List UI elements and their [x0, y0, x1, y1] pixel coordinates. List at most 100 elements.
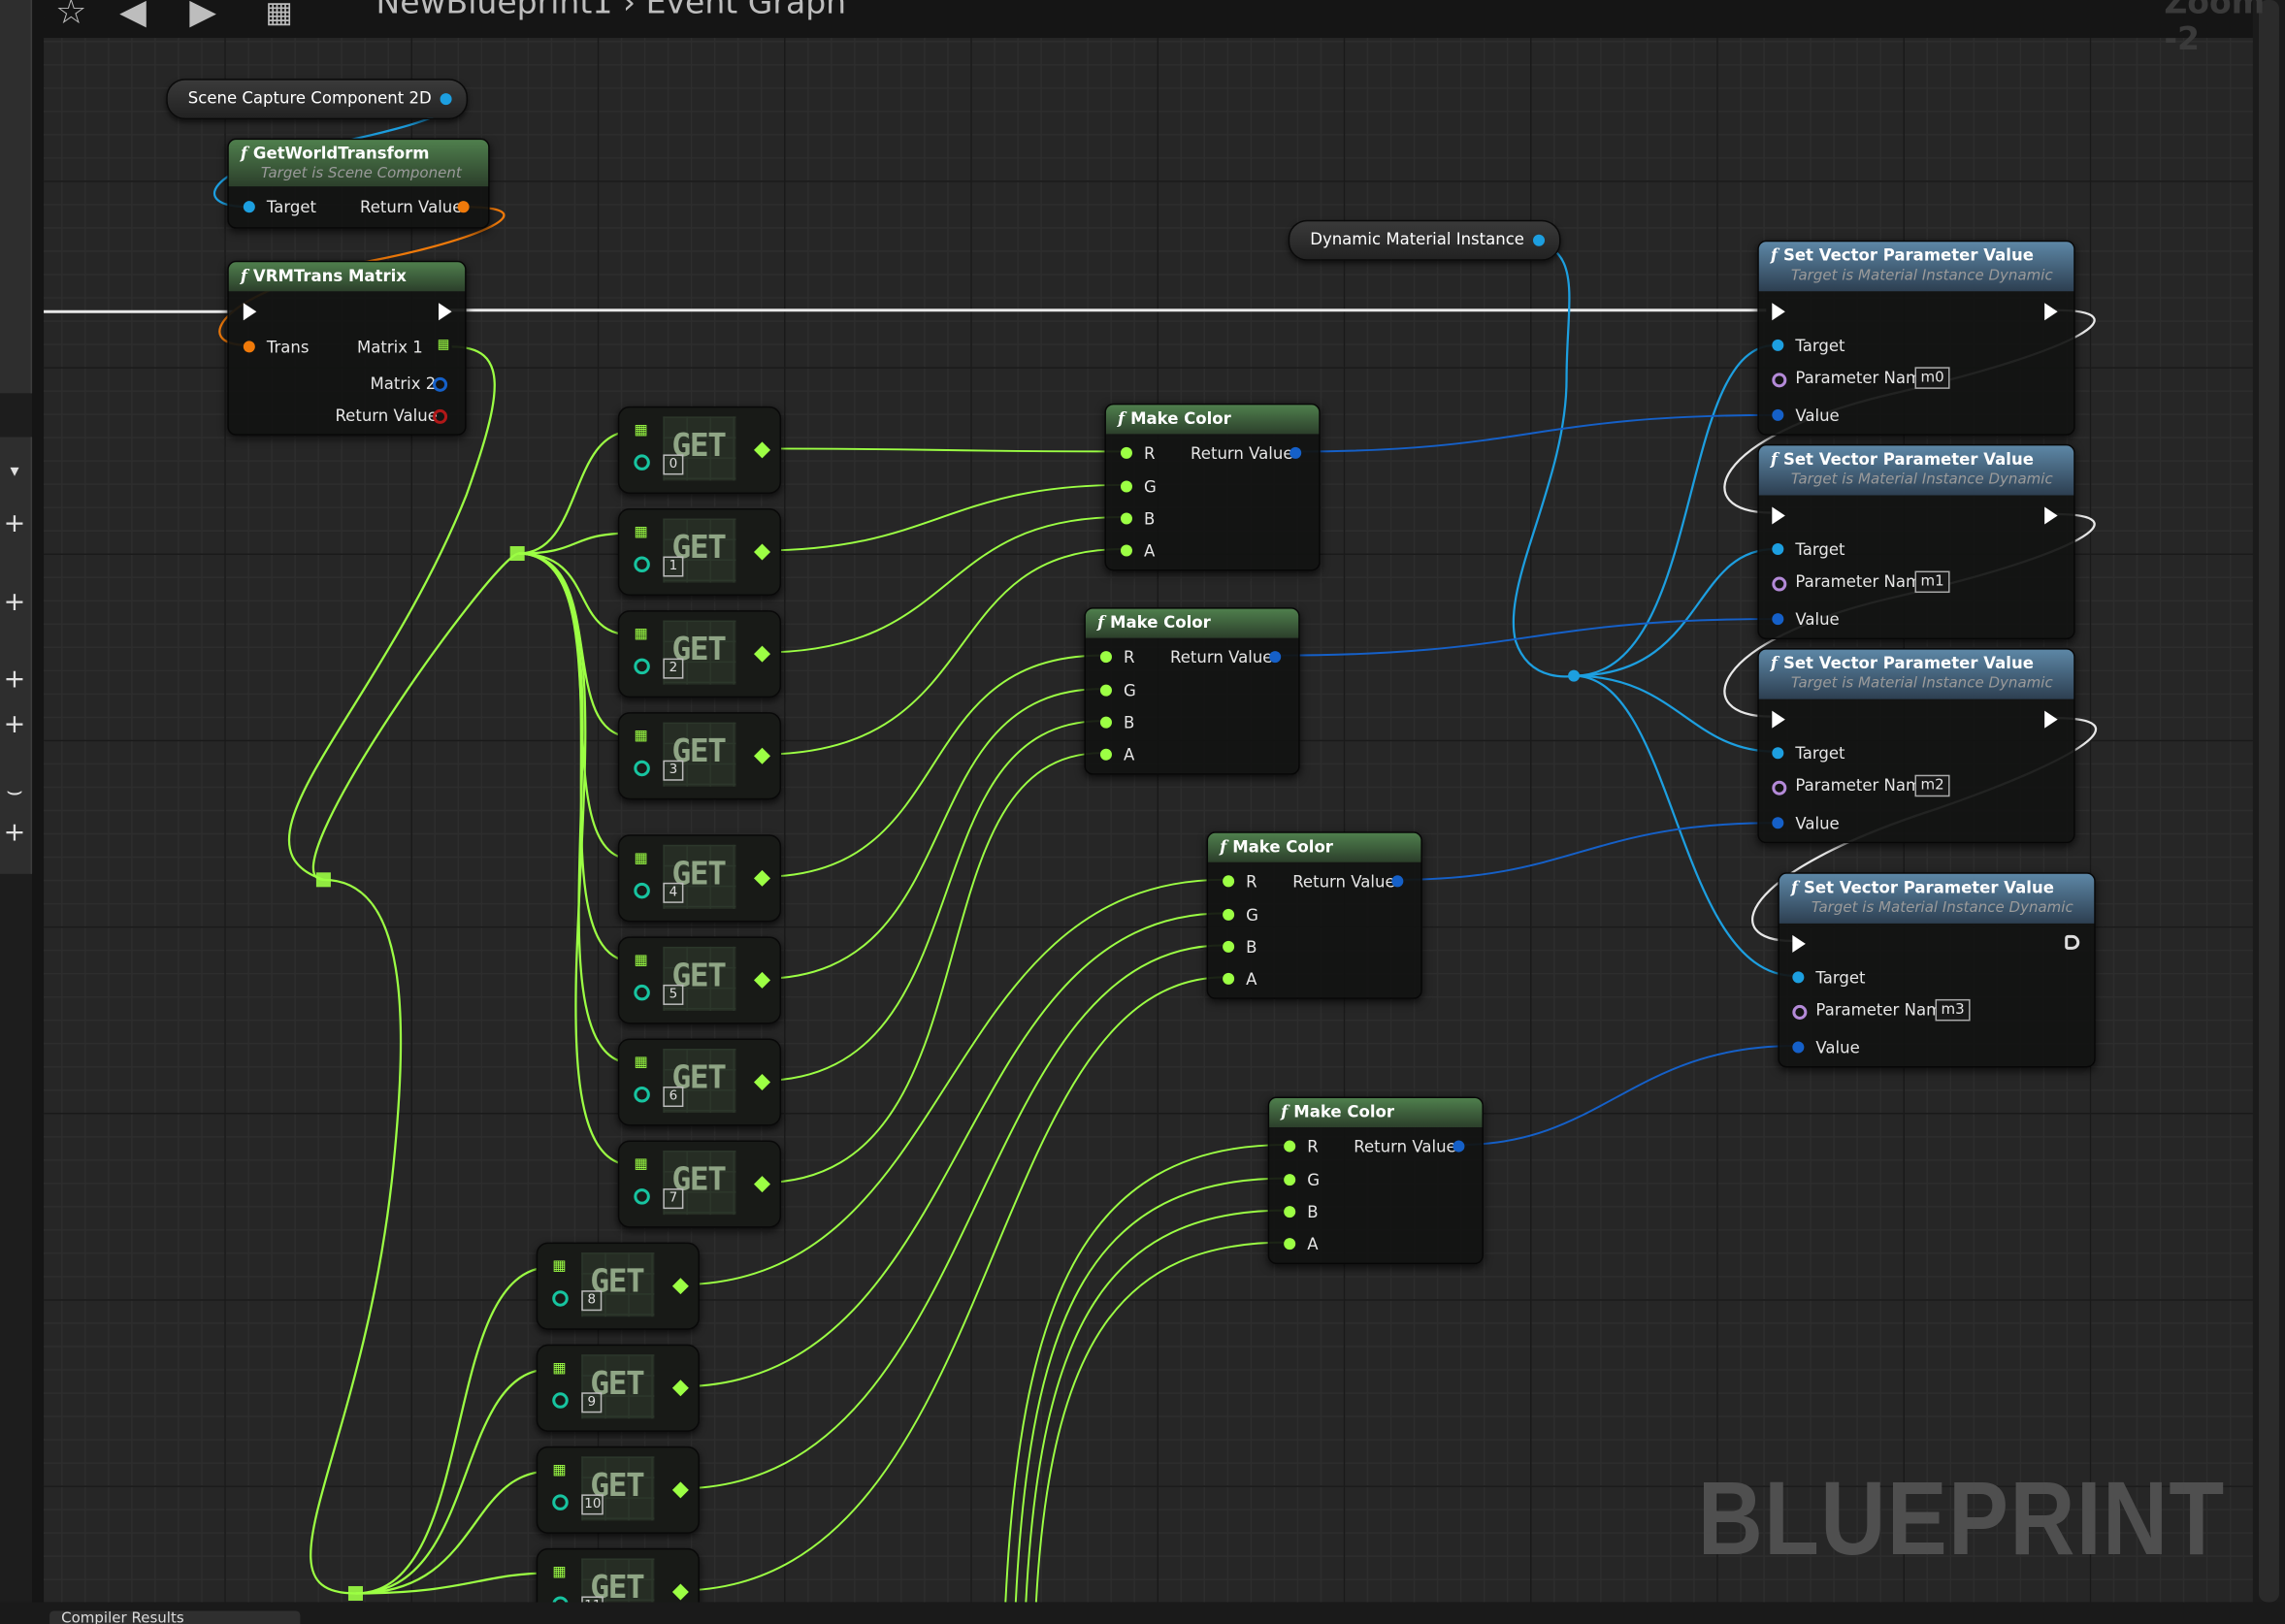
- r-pin[interactable]: [1284, 1140, 1296, 1153]
- exec-input-pin[interactable]: [1772, 303, 1785, 321]
- output-pin[interactable]: [671, 1583, 689, 1601]
- output-pin[interactable]: [754, 971, 770, 989]
- exec-output-pin[interactable]: [2044, 506, 2058, 525]
- target-pin[interactable]: [1772, 543, 1784, 556]
- array-pin-icon[interactable]: ▦: [634, 1054, 647, 1071]
- object-output-pin[interactable]: [1532, 234, 1546, 246]
- array-pin-icon[interactable]: ▦: [634, 728, 647, 745]
- get-node[interactable]: GET▦5: [617, 936, 782, 1024]
- get-node[interactable]: GET▦4: [617, 834, 782, 923]
- compiler-results-tab[interactable]: Compiler Results: [49, 1610, 301, 1624]
- value-pin[interactable]: [1772, 613, 1784, 626]
- get-node[interactable]: GET▦0: [617, 406, 782, 494]
- exec-output-pin-unconnected[interactable]: [2065, 934, 2080, 950]
- exec-output-pin[interactable]: [439, 303, 452, 321]
- array-pin-icon[interactable]: ▦: [634, 524, 647, 541]
- index-value[interactable]: 2: [663, 658, 684, 679]
- b-pin[interactable]: [1284, 1206, 1296, 1218]
- index-pin[interactable]: [552, 1290, 569, 1307]
- a-pin[interactable]: [1284, 1238, 1296, 1250]
- target-pin[interactable]: [1772, 747, 1784, 760]
- output-pin[interactable]: [754, 645, 770, 663]
- get-node[interactable]: GET▦2: [617, 610, 782, 698]
- b-pin[interactable]: [1099, 716, 1112, 729]
- index-pin[interactable]: [634, 760, 650, 777]
- parameter-name-pin[interactable]: [1792, 1004, 1808, 1020]
- index-pin[interactable]: [634, 882, 650, 899]
- exec-input-pin[interactable]: [243, 303, 257, 321]
- parameter-name-pin[interactable]: [1772, 576, 1787, 592]
- index-value[interactable]: 6: [663, 1087, 684, 1108]
- add-icon[interactable]: +: [3, 709, 26, 740]
- add-icon[interactable]: +: [3, 817, 26, 848]
- breadcrumb-blueprint[interactable]: NewBlueprint1: [375, 0, 613, 22]
- g-pin[interactable]: [1284, 1174, 1296, 1186]
- get-node[interactable]: GET▦8: [536, 1242, 700, 1330]
- index-pin[interactable]: [634, 454, 650, 471]
- index-pin[interactable]: [634, 984, 650, 1001]
- output-pin[interactable]: [754, 869, 770, 887]
- target-pin[interactable]: [1792, 971, 1805, 984]
- index-pin[interactable]: [634, 658, 650, 675]
- get-node[interactable]: GET▦1: [617, 507, 782, 597]
- add-icon[interactable]: +: [3, 507, 26, 539]
- g-pin[interactable]: [1120, 480, 1132, 493]
- array-pin-icon[interactable]: ▦: [552, 1564, 566, 1580]
- forward-icon[interactable]: ▶: [189, 0, 216, 33]
- b-pin[interactable]: [1223, 940, 1235, 953]
- add-icon[interactable]: +: [3, 664, 26, 696]
- array-pin-icon[interactable]: ▦: [634, 422, 647, 438]
- a-pin[interactable]: [1120, 544, 1132, 557]
- value-pin[interactable]: [1772, 408, 1784, 421]
- parameter-name-value[interactable]: m0: [1914, 367, 1950, 389]
- back-icon[interactable]: ◀: [119, 0, 147, 33]
- get-node[interactable]: GET▦10: [536, 1445, 700, 1534]
- trans-pin[interactable]: [243, 341, 255, 353]
- dynamic-material-instance-node[interactable]: Dynamic Material Instance: [1288, 219, 1561, 261]
- exec-output-pin[interactable]: [2044, 303, 2058, 321]
- index-pin[interactable]: [552, 1392, 569, 1409]
- array-pin-icon[interactable]: ▦: [634, 952, 647, 969]
- matrix1-pin[interactable]: ▦: [437, 338, 450, 353]
- index-value[interactable]: 8: [581, 1290, 603, 1312]
- get-node[interactable]: GET▦6: [617, 1038, 782, 1126]
- exec-input-pin[interactable]: [1772, 710, 1785, 729]
- exec-input-pin[interactable]: [1792, 934, 1806, 953]
- r-pin[interactable]: [1223, 875, 1235, 888]
- value-pin[interactable]: [1792, 1041, 1805, 1054]
- value-pin[interactable]: [1772, 817, 1784, 829]
- output-pin[interactable]: [671, 1481, 689, 1499]
- index-value[interactable]: 10: [581, 1494, 604, 1515]
- parameter-name-value[interactable]: m2: [1914, 774, 1950, 797]
- star-icon[interactable]: ☆: [55, 0, 87, 33]
- parameter-name-value[interactable]: m1: [1914, 570, 1950, 594]
- b-pin[interactable]: [1120, 512, 1132, 525]
- vertical-scrollbar[interactable]: [2258, 0, 2279, 1603]
- exec-output-pin[interactable]: [2044, 710, 2058, 729]
- r-pin[interactable]: [1099, 651, 1112, 664]
- macro-icon[interactable]: ⌣: [6, 776, 23, 807]
- output-pin[interactable]: [671, 1278, 689, 1295]
- breadcrumb-graph[interactable]: Event Graph: [645, 0, 847, 22]
- index-value[interactable]: 5: [663, 984, 684, 1005]
- return-value-pin[interactable]: [433, 408, 448, 424]
- parameter-name-pin[interactable]: [1772, 780, 1787, 796]
- get-node[interactable]: GET▦3: [617, 712, 782, 800]
- index-pin[interactable]: [552, 1494, 569, 1510]
- r-pin[interactable]: [1120, 446, 1132, 459]
- index-value[interactable]: 3: [663, 760, 684, 781]
- array-pin-icon[interactable]: ▦: [552, 1360, 566, 1377]
- g-pin[interactable]: [1099, 684, 1112, 697]
- g-pin[interactable]: [1223, 908, 1235, 921]
- parameter-name-pin[interactable]: [1772, 373, 1787, 388]
- return-value-pin[interactable]: [1269, 651, 1282, 664]
- exec-input-pin[interactable]: [1772, 506, 1785, 525]
- output-pin[interactable]: [754, 1176, 770, 1193]
- target-pin[interactable]: [1772, 339, 1784, 351]
